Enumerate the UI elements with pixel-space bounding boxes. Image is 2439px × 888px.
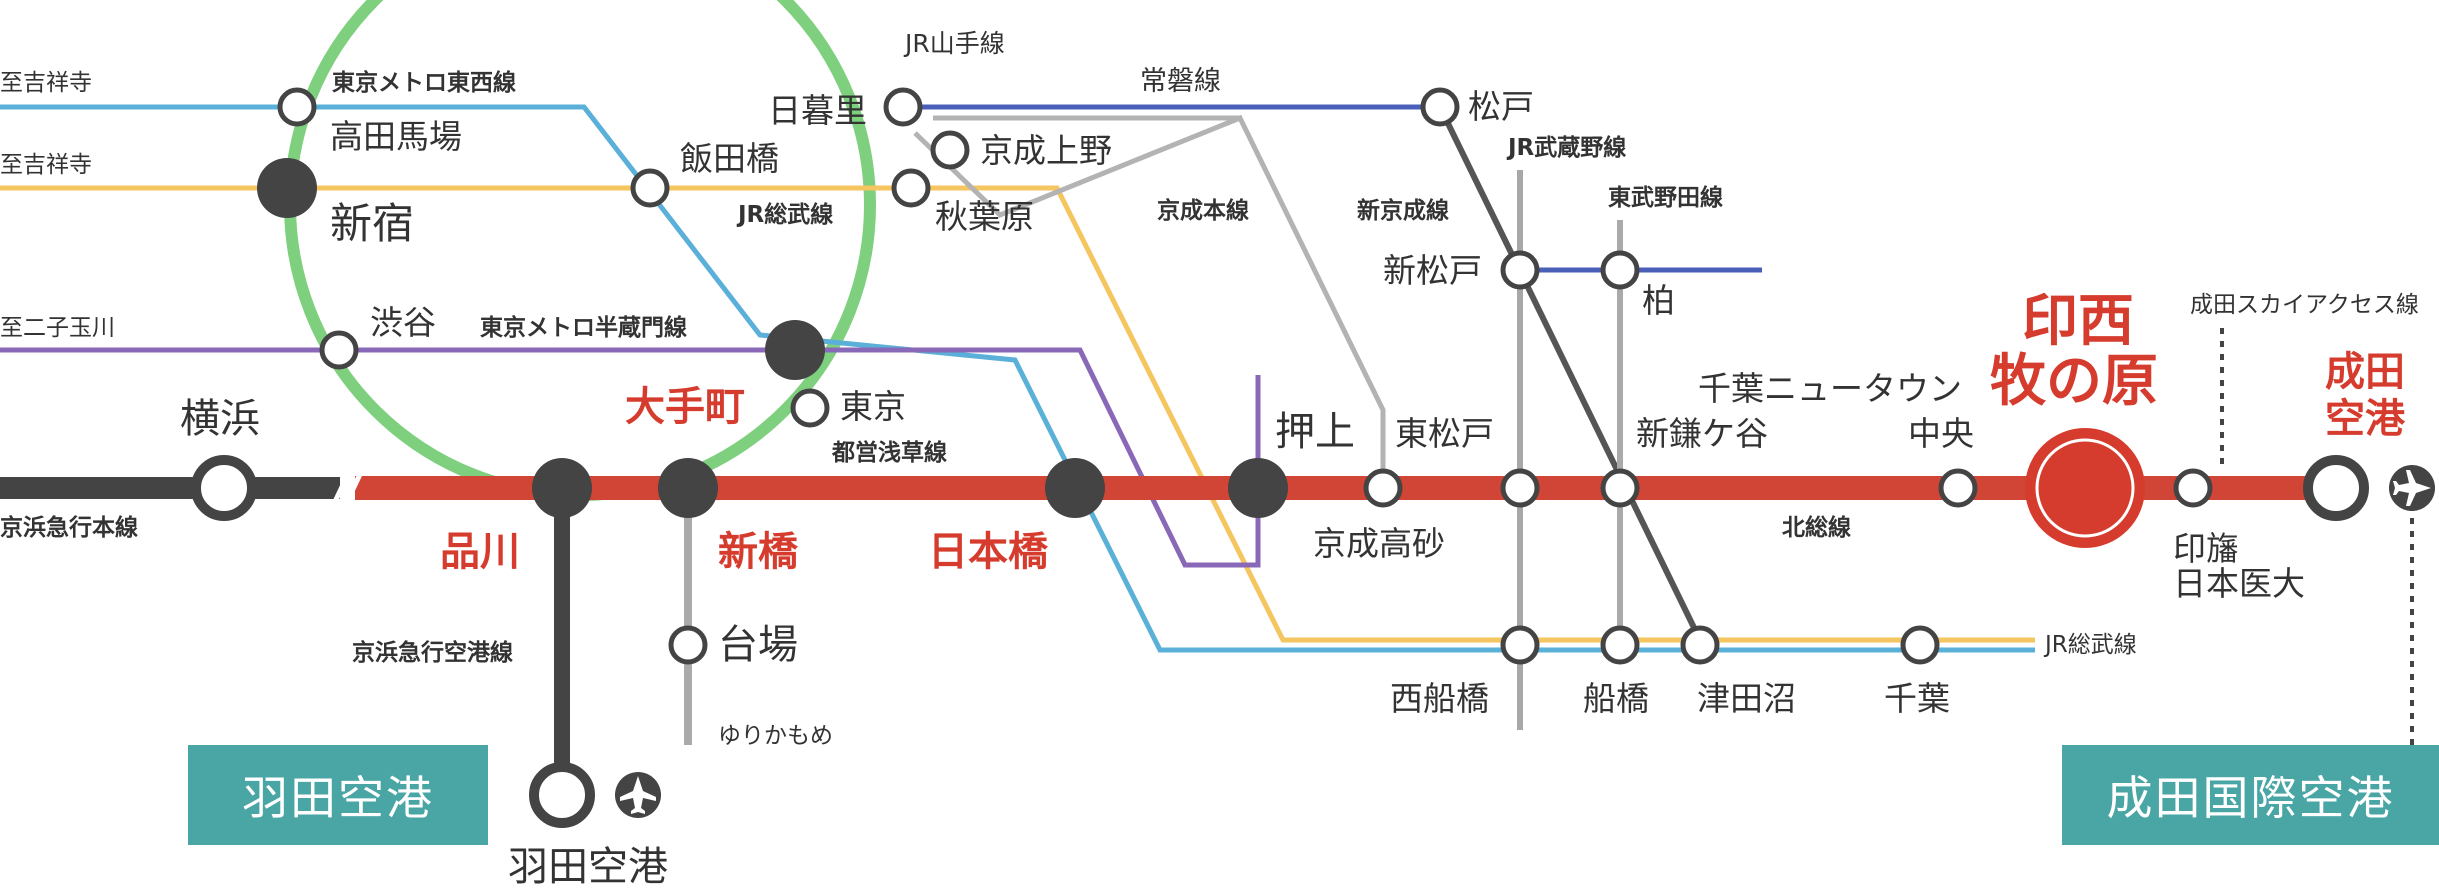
label-inzai-2: 牧の原 <box>1990 349 2158 414</box>
station-matsudo <box>1420 87 1460 127</box>
line-hanzomon <box>0 347 1261 568</box>
station-nishifunabashi <box>1500 625 1540 665</box>
label-yamanote: JR山手線 <box>903 29 1005 58</box>
station-inzai <box>2025 428 2145 548</box>
station-shinmatsudo <box>1500 250 1540 290</box>
label-shinjuku: 新宿 <box>330 199 414 248</box>
station-tsudanuma <box>1680 625 1720 665</box>
station-yokohama <box>191 455 257 521</box>
break-mark <box>342 468 365 508</box>
label-hanzomon: 東京メトロ半蔵門線 <box>480 314 687 341</box>
label-joban: 常磐線 <box>1140 66 1221 97</box>
station-shinjuku <box>257 158 317 218</box>
station-inzai-ring <box>2035 438 2135 538</box>
label-shinmatsudo: 新松戸 <box>1383 251 1482 290</box>
label-inba-1: 印旛 <box>2173 529 2239 568</box>
label-narita-1: 成田 <box>2325 349 2405 395</box>
label-chiba: 千葉 <box>1884 679 1950 718</box>
station-keiseitakasago <box>1363 468 1403 508</box>
station-inba <box>2173 468 2213 508</box>
airplane-icon <box>2389 465 2435 511</box>
label-takadanobaba: 高田馬場 <box>330 117 462 156</box>
label-kashiwa: 柏 <box>1642 281 1675 320</box>
station-narita <box>2303 455 2369 521</box>
label-matsudo: 松戸 <box>1468 87 1534 126</box>
station-akihabara <box>891 168 931 208</box>
label-funabashi: 船橋 <box>1583 679 1649 718</box>
label-nihombashi: 日本橋 <box>928 529 1048 575</box>
label-keikyu-main: 京浜急行本線 <box>0 514 138 541</box>
label-haneda: 羽田空港 <box>508 844 668 888</box>
label-shinkamagaya: 新鎌ケ谷 <box>1636 414 1768 453</box>
station-chibant <box>1938 468 1978 508</box>
label-nippori: 日暮里 <box>768 91 867 130</box>
station-takadanobaba <box>277 87 317 127</box>
station-funabashi <box>1600 625 1640 665</box>
label-keisei: 京成本線 <box>1157 197 1249 224</box>
airplane-icon <box>615 772 661 818</box>
station-nippori <box>883 87 923 127</box>
label-inzai-1: 印西 <box>2022 289 2134 354</box>
label-dir-futakotamagawa: 至二子玉川 <box>0 315 115 341</box>
label-higashimatsudo: 東松戸 <box>1395 414 1494 453</box>
label-inba-2: 日本医大 <box>2173 564 2305 603</box>
narita-airport-box: 成田国際空港 <box>2062 745 2439 845</box>
label-yurikamome: ゆりかもめ <box>718 723 833 749</box>
station-kashiwa <box>1600 250 1640 290</box>
label-shinkeisei: 新京成線 <box>1357 197 1449 224</box>
label-tozai: 東京メトロ東西線 <box>332 69 516 96</box>
label-daiba: 台場 <box>718 622 798 668</box>
station-iidabashi <box>630 168 670 208</box>
label-nishifunabashi: 西船橋 <box>1390 679 1489 718</box>
label-otemachi: 大手町 <box>625 384 745 430</box>
label-dir-kichijoji-1: 至吉祥寺 <box>0 70 92 96</box>
station-otemachi <box>658 458 718 518</box>
station-oshiage <box>1228 458 1288 518</box>
label-musashino: JR武蔵野線 <box>1506 134 1626 161</box>
label-keiseitakasago: 京成高砂 <box>1313 524 1445 563</box>
label-dir-kichijoji-2: 至吉祥寺 <box>0 152 92 178</box>
station-hanzomon-hub <box>765 320 825 380</box>
label-tokyo: 東京 <box>840 387 906 426</box>
station-haneda <box>529 762 595 828</box>
line-shinkeisei <box>1437 105 1703 642</box>
label-sobu-east: JR総武線 <box>2043 632 2137 658</box>
station-nihombashi <box>1045 458 1105 518</box>
station-higashimatsudo <box>1500 468 1540 508</box>
label-shimbashi: 新橋 <box>718 529 798 575</box>
label-sobu-west: JR総武線 <box>736 201 833 228</box>
label-chibant-1: 千葉ニュータウン <box>1698 369 1962 408</box>
label-keiseiueno: 京成上野 <box>980 131 1112 170</box>
label-shibuya: 渋谷 <box>370 303 436 342</box>
station-shinkamagaya <box>1600 468 1640 508</box>
break-mark <box>330 468 353 508</box>
station-chiba <box>1900 625 1940 665</box>
line-sobu <box>0 185 2035 643</box>
label-oshiage: 押上 <box>1275 409 1355 455</box>
label-akihabara: 秋葉原 <box>935 197 1034 236</box>
label-skyaccess: 成田スカイアクセス線 <box>2190 292 2419 318</box>
station-tokyo <box>790 388 830 428</box>
label-yokohama: 横浜 <box>180 396 260 442</box>
station-keiseiueno <box>930 130 970 170</box>
label-shinagawa: 品川 <box>440 529 520 575</box>
label-chibant-2: 中央 <box>1908 414 1974 453</box>
label-iidabashi: 飯田橋 <box>680 139 779 178</box>
label-asakusa: 都営浅草線 <box>831 439 947 466</box>
label-noda: 東武野田線 <box>1608 184 1723 211</box>
label-keikyu-airport: 京浜急行空港線 <box>352 639 513 666</box>
station-shinagawa <box>532 458 592 518</box>
station-daiba <box>668 625 708 665</box>
label-narita-2: 空港 <box>2325 396 2406 442</box>
label-tsudanuma: 津田沼 <box>1697 679 1796 718</box>
haneda-airport-box: 羽田空港 <box>188 745 488 845</box>
station-shibuya <box>319 330 359 370</box>
label-hokuso: 北総線 <box>1782 514 1851 541</box>
